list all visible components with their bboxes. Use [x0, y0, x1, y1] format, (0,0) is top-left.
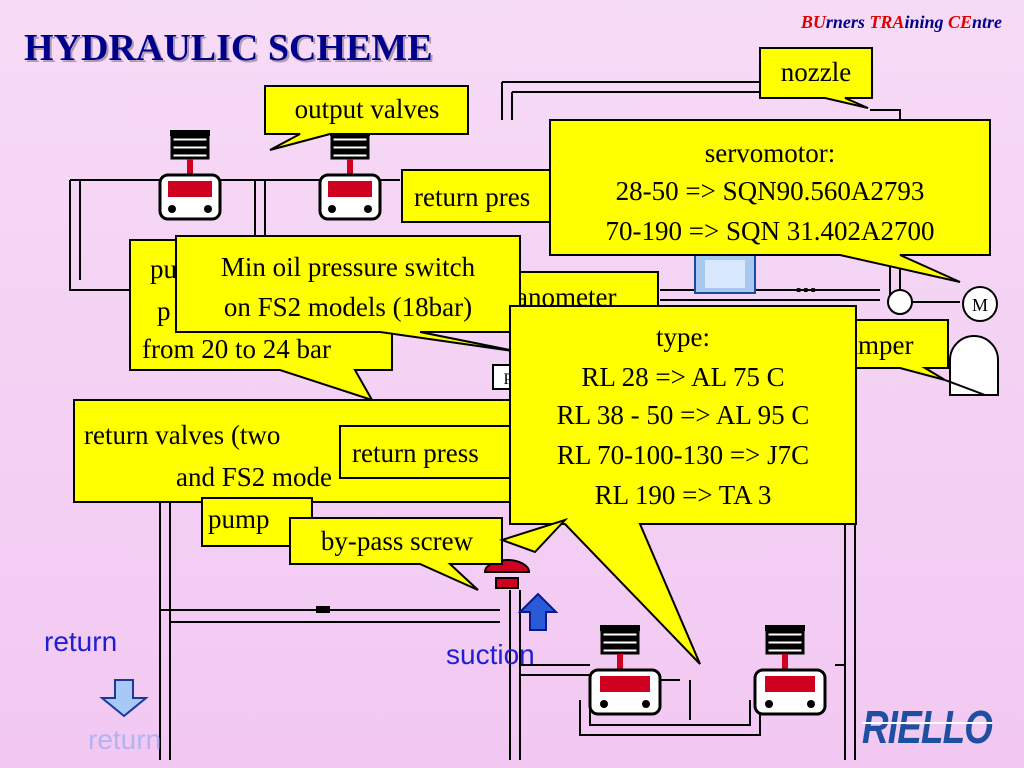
callout-servomotor: servomotor: 28-50 => SQN90.560A2793 70-1…	[549, 119, 991, 283]
pressure-switch-icon	[887, 289, 913, 315]
pipe	[69, 180, 140, 291]
brand-part: CE	[947, 12, 972, 32]
brand-tagline: BUrners TRAining CEntre	[801, 12, 1002, 33]
brand-part: ining	[904, 12, 948, 32]
callout-text: pu	[150, 254, 178, 284]
callout-text: RL 190 => TA 3	[595, 480, 772, 510]
damper-icon	[944, 335, 999, 396]
suction-arrow-icon	[517, 592, 559, 631]
callout-text: RL 70-100-130 => J7C	[557, 440, 809, 470]
callout-type: type: RL 28 => AL 75 C RL 38 - 50 => AL …	[509, 305, 857, 665]
brand-part: BU	[800, 12, 826, 32]
callout-output-valves: output valves	[264, 85, 469, 151]
pipe	[579, 700, 761, 736]
pressure-symbol: P	[504, 371, 513, 388]
callout-text: amper	[846, 330, 913, 360]
brand-part: ntre	[971, 12, 1002, 32]
callout-text: return press	[352, 438, 479, 468]
callout-bypass-screw: by-pass screw	[289, 517, 569, 591]
callout-text: on FS2 models (18bar)	[224, 292, 472, 322]
return-label: return	[44, 626, 117, 657]
callout-nozzle: nozzle	[759, 47, 873, 109]
motor-icon: M	[962, 286, 998, 322]
callout-damper: amper	[829, 319, 949, 381]
riello-logo: RIELLO	[862, 701, 993, 753]
callout-text: and FS2 mode	[176, 462, 332, 492]
callout-text: by-pass screw	[321, 526, 474, 556]
return-arrow-icon	[99, 679, 149, 718]
callout-text: from 20 to 24 bar	[142, 334, 331, 364]
brand-part: TRA	[869, 12, 905, 32]
pipe	[589, 700, 751, 726]
return-label-faint: return	[88, 724, 161, 755]
callout-text: servomotor:	[705, 138, 835, 168]
output-valve	[318, 130, 382, 221]
callout-text: nozzle	[781, 57, 851, 87]
return-valve	[588, 625, 662, 716]
output-valve	[158, 130, 222, 221]
callout-text: pump	[208, 504, 270, 534]
motor-symbol: M	[972, 295, 988, 315]
page-title: HYDRAULIC SCHEME	[24, 27, 433, 69]
callout-text: type:	[656, 322, 710, 352]
callout-text: 70-190 => SQN 31.402A2700	[606, 216, 935, 246]
callout-text: return pres	[414, 182, 530, 212]
callout-text: p	[157, 296, 171, 326]
callout-text: RL 38 - 50 => AL 95 C	[557, 400, 810, 430]
callout-text: 28-50 => SQN90.560A2793	[616, 176, 925, 206]
callout-text: Min oil pressure switch	[221, 252, 476, 282]
callout-return-pressure: return pres	[401, 169, 573, 223]
svg-text:...: ...	[795, 268, 817, 298]
callout-text: output valves	[295, 94, 440, 124]
callout-text: RL 28 => AL 75 C	[581, 362, 784, 392]
brand-part: rners	[825, 12, 870, 32]
callout-return-pressure-manometer: return press	[339, 425, 521, 479]
return-valve	[753, 625, 827, 716]
callout-text: return valves (two	[84, 420, 280, 450]
suction-label: suction	[446, 639, 535, 670]
pressure-gauge-icon: P	[492, 364, 524, 390]
valve-plug	[316, 606, 330, 613]
servomotor-body: ...	[694, 254, 817, 298]
callout-min-oil-pressure-switch: Min oil pressure switch on FS2 models (1…	[175, 235, 521, 353]
